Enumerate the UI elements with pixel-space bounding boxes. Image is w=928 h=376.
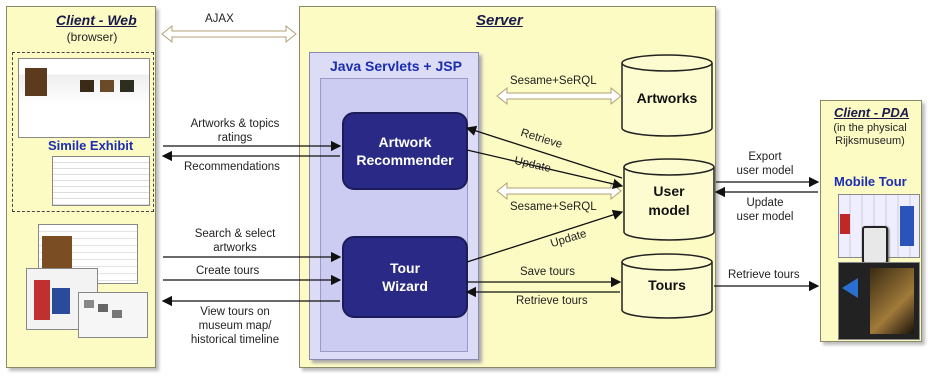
wizard-label: Tour — [389, 260, 421, 276]
ajax-arrow — [161, 24, 297, 44]
user-model-database — [623, 158, 715, 241]
painting-thumbnail — [84, 300, 94, 308]
update-arrow — [466, 149, 624, 190]
client-web-title: Client - Web — [56, 12, 137, 28]
simile-exhibit-box — [12, 52, 154, 212]
mobile-tour-label: Mobile Tour — [834, 174, 907, 189]
pda-subtitle-line: Rijksmuseum) — [835, 135, 905, 147]
server-title: Server — [476, 12, 523, 29]
artworks-database — [621, 54, 713, 137]
painting-thumbnail — [98, 304, 108, 312]
create-tours-label: Create tours — [196, 265, 260, 277]
search-label-line: Search & select — [194, 228, 276, 240]
user-model-label: User model — [624, 182, 714, 220]
painting-thumbnail — [120, 80, 134, 92]
view-tours-label: View tours on museum map/ historical tim… — [180, 305, 290, 347]
painting-thumbnail — [80, 80, 94, 92]
view-label-line: historical timeline — [190, 334, 280, 346]
ratings-label: Artworks & topics ratings — [180, 117, 290, 145]
painting-thumbnail — [840, 214, 850, 234]
user-model-line: model — [648, 202, 690, 218]
recommender-label: Artwork — [378, 134, 432, 150]
export-label: Export user model — [722, 150, 808, 178]
pda-subtitle-line: (in the physical — [833, 122, 907, 134]
retrieve-tours-label: Retrieve tours — [516, 295, 588, 307]
painting-thumbnail — [100, 80, 114, 92]
tours-database — [621, 253, 713, 319]
pda-device-icon — [862, 226, 888, 264]
painting-thumbnail — [900, 206, 914, 246]
recommender-label: Recommender — [356, 152, 454, 168]
user-model-line: User — [653, 183, 685, 199]
search-label-line: artworks — [213, 242, 257, 254]
simile-exhibit-label: Simile Exhibit — [48, 138, 134, 153]
export-label-line: Export — [748, 151, 782, 163]
update-user-model-label: Update user model — [722, 196, 808, 224]
painting-thumbnail — [870, 268, 914, 334]
ajax-label: AJAX — [205, 13, 234, 25]
wizard-label: Wizard — [382, 278, 428, 294]
blue-arrow-icon — [842, 278, 858, 298]
client-pda-subtitle: (in the physical Rijksmuseum) — [822, 122, 918, 148]
artworks-label: Artworks — [636, 90, 698, 106]
view-label-line: museum map/ — [198, 320, 272, 332]
painting-thumbnail — [25, 68, 47, 96]
save-tours-label: Save tours — [520, 266, 575, 278]
retrieve-tours-pda-label: Retrieve tours — [728, 269, 800, 281]
export-label-line: user model — [736, 165, 794, 177]
client-pda-title: Client - PDA — [834, 105, 910, 120]
retrieve-arrow — [465, 125, 623, 179]
painting-thumbnail — [52, 288, 70, 314]
painting-thumbnail — [42, 236, 72, 274]
painting-thumbnail — [34, 280, 50, 320]
view-label-line: View tours on — [200, 306, 270, 318]
sesame-arrow-top — [496, 86, 622, 106]
tours-label: Tours — [648, 277, 686, 293]
upd-um-label-line: user model — [736, 211, 794, 223]
wizard-update-arrow — [466, 209, 624, 263]
search-label: Search & select artworks — [185, 227, 285, 255]
sesame-label: Sesame+SeRQL — [510, 75, 597, 87]
ratings-label-line: Artworks & topics — [190, 118, 280, 130]
sesame-arrow-bottom — [496, 181, 622, 201]
sesame-label: Sesame+SeRQL — [510, 201, 597, 213]
client-web-subtitle: (browser) — [66, 30, 118, 44]
upd-um-label-line: Update — [746, 197, 784, 209]
screenshot-thumbnail — [52, 156, 150, 206]
painting-thumbnail — [112, 310, 122, 318]
recommendations-label: Recommendations — [184, 161, 280, 173]
ratings-label-line: ratings — [217, 132, 253, 144]
servlets-label: Java Servlets + JSP — [330, 58, 462, 74]
